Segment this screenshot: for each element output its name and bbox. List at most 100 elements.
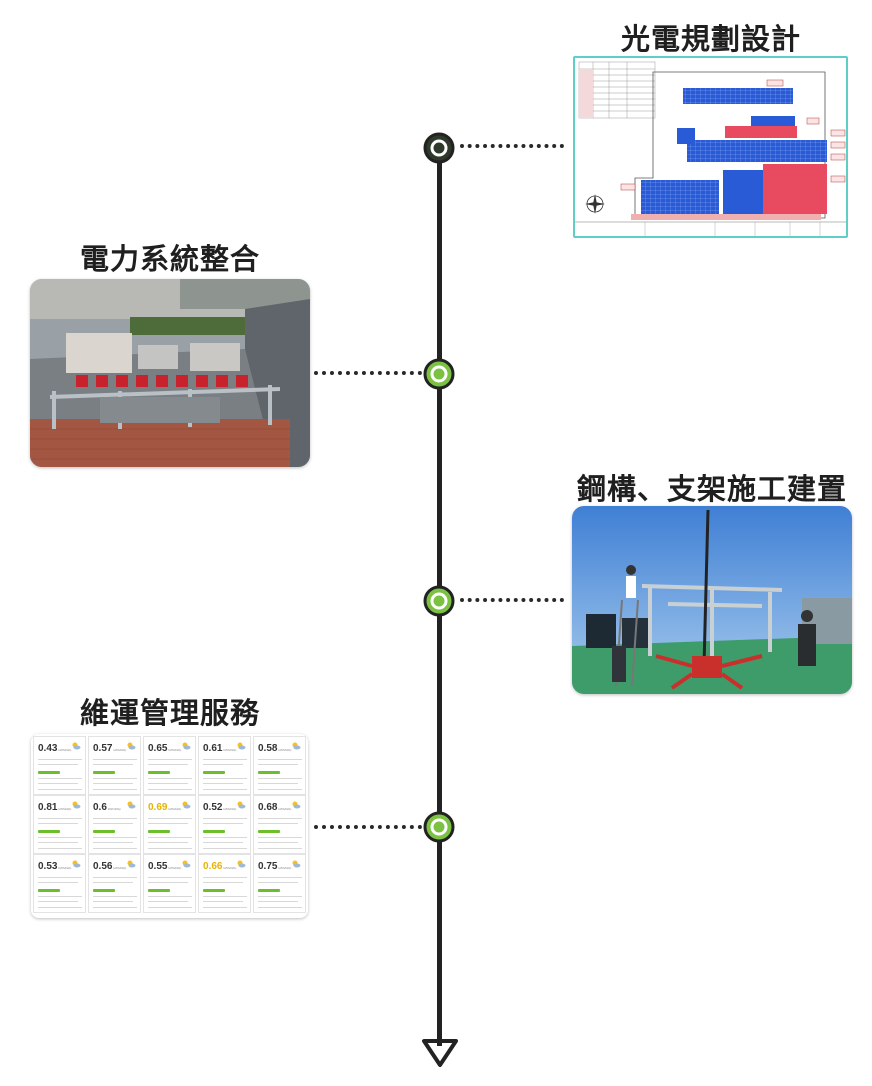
monitor-tile-value: 0.55kWh/kWp [148, 861, 182, 872]
generation-bar [93, 771, 115, 774]
placeholder-line [93, 882, 133, 883]
placeholder-line [38, 837, 82, 838]
step-title-construction: 鋼構、支架施工建置 [577, 472, 848, 506]
weather-icon [127, 742, 136, 750]
connector-2 [314, 371, 422, 375]
placeholder-line [258, 783, 298, 784]
generation-bar [148, 830, 170, 833]
weather-icon [72, 742, 81, 750]
monitor-tile: 0.43kWh/kWp [33, 736, 86, 795]
placeholder-line [148, 764, 188, 765]
generation-bar [203, 771, 225, 774]
placeholder-line [258, 789, 302, 790]
generation-bar [258, 889, 280, 892]
generation-bar [38, 830, 60, 833]
generation-bar [148, 889, 170, 892]
placeholder-line [148, 882, 188, 883]
monitor-tile-value: 0.66kWh/kWp [203, 861, 237, 872]
monitor-tile: 0.69kWh/kWp [143, 795, 196, 854]
placeholder-line [38, 907, 82, 908]
monitor-tile: 0.65kWh/kWp [143, 736, 196, 795]
step-title-design: 光電規劃設計 [621, 22, 802, 56]
placeholder-line [203, 823, 243, 824]
timeline-marker-4 [423, 811, 455, 843]
generation-bar [38, 889, 60, 892]
placeholder-line [258, 848, 302, 849]
placeholder-line [148, 907, 192, 908]
placeholder-line [148, 823, 188, 824]
placeholder-line [203, 877, 247, 878]
timeline-marker-1 [423, 132, 455, 164]
placeholder-line [38, 842, 78, 843]
placeholder-line [93, 778, 137, 779]
placeholder-line [93, 837, 137, 838]
monitor-tile-value: 0.69kWh/kWp [148, 802, 182, 813]
placeholder-line [258, 837, 302, 838]
placeholder-line [148, 837, 192, 838]
placeholder-line [203, 907, 247, 908]
monitor-tile-value: 0.68kWh/kWp [258, 802, 292, 813]
placeholder-line [93, 818, 137, 819]
monitor-tile-value: 0.56kWh/kWp [93, 861, 127, 872]
monitor-tile: 0.81kWh/kWp [33, 795, 86, 854]
monitor-tile: 0.58kWh/kWp [253, 736, 306, 795]
placeholder-line [258, 759, 302, 760]
connector-4 [314, 825, 422, 829]
placeholder-line [148, 783, 188, 784]
monitor-tile: 0.66kWh/kWp [198, 854, 251, 913]
weather-icon [292, 860, 301, 868]
weather-icon [72, 801, 81, 809]
placeholder-line [93, 896, 137, 897]
monitor-tile-value: 0.52kWh/kWp [203, 802, 237, 813]
placeholder-line [258, 778, 302, 779]
weather-icon [127, 801, 136, 809]
weather-icon [182, 860, 191, 868]
placeholder-line [203, 882, 243, 883]
placeholder-line [93, 907, 137, 908]
generation-bar [203, 889, 225, 892]
monitor-tile-value: 0.65kWh/kWp [148, 743, 182, 754]
placeholder-line [258, 764, 298, 765]
placeholder-line [203, 896, 247, 897]
placeholder-line [93, 901, 133, 902]
placeholder-line [203, 901, 243, 902]
generation-bar [148, 771, 170, 774]
monitor-tile-value: 0.75kWh/kWp [258, 861, 292, 872]
monitor-tile: 0.57kWh/kWp [88, 736, 141, 795]
weather-icon [237, 860, 246, 868]
weather-icon [292, 742, 301, 750]
placeholder-line [93, 877, 137, 878]
weather-icon [182, 742, 191, 750]
placeholder-line [203, 789, 247, 790]
generation-bar [93, 830, 115, 833]
placeholder-line [38, 783, 78, 784]
placeholder-line [258, 901, 298, 902]
placeholder-line [258, 907, 302, 908]
placeholder-line [148, 789, 192, 790]
monitor-tile-value: 0.53kWh/kWp [38, 861, 72, 872]
generation-bar [258, 830, 280, 833]
monitor-tile: 0.55kWh/kWp [143, 854, 196, 913]
placeholder-line [38, 818, 82, 819]
placeholder-line [203, 848, 247, 849]
monitor-tile: 0.53kWh/kWp [33, 854, 86, 913]
placeholder-line [93, 764, 133, 765]
placeholder-line [148, 818, 192, 819]
placeholder-line [93, 848, 137, 849]
pv-layout-drawing-image [573, 56, 848, 238]
placeholder-line [38, 882, 78, 883]
placeholder-line [38, 823, 78, 824]
weather-icon [237, 801, 246, 809]
monitor-tile: 0.56kWh/kWp [88, 854, 141, 913]
placeholder-line [38, 901, 78, 902]
timeline-marker-2 [423, 358, 455, 390]
placeholder-line [93, 823, 133, 824]
placeholder-line [93, 783, 133, 784]
placeholder-line [148, 848, 192, 849]
placeholder-line [93, 842, 133, 843]
monitor-tile: 0.68kWh/kWp [253, 795, 306, 854]
weather-icon [292, 801, 301, 809]
monitor-tile: 0.61kWh/kWp [198, 736, 251, 795]
monitor-tile-value: 0.6kWh/kWp [93, 802, 121, 813]
placeholder-line [148, 759, 192, 760]
